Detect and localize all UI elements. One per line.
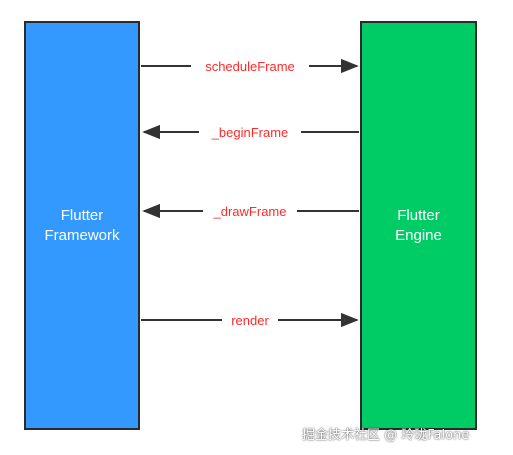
watermark-text: 掘金技术社区 @ 玲珑Falone [302, 428, 470, 443]
edge-beginframe-label: _beginFrame [211, 125, 289, 140]
flutter-engine-label: Flutter Engine [395, 206, 442, 244]
flutter-framework-node: Flutter Framework [24, 21, 140, 430]
edge-scheduleframe: scheduleFrame [141, 57, 359, 75]
edge-render: render [141, 311, 359, 329]
flutter-framework-label: Flutter Framework [44, 206, 120, 244]
edge-beginframe: _beginFrame [142, 123, 359, 141]
edge-drawframe-label: _drawFrame [213, 204, 287, 219]
edge-scheduleframe-label: scheduleFrame [205, 59, 295, 74]
edge-render-label: render [231, 313, 269, 328]
flutter-engine-node: Flutter Engine [360, 21, 477, 430]
edge-drawframe: _drawFrame [142, 202, 359, 220]
